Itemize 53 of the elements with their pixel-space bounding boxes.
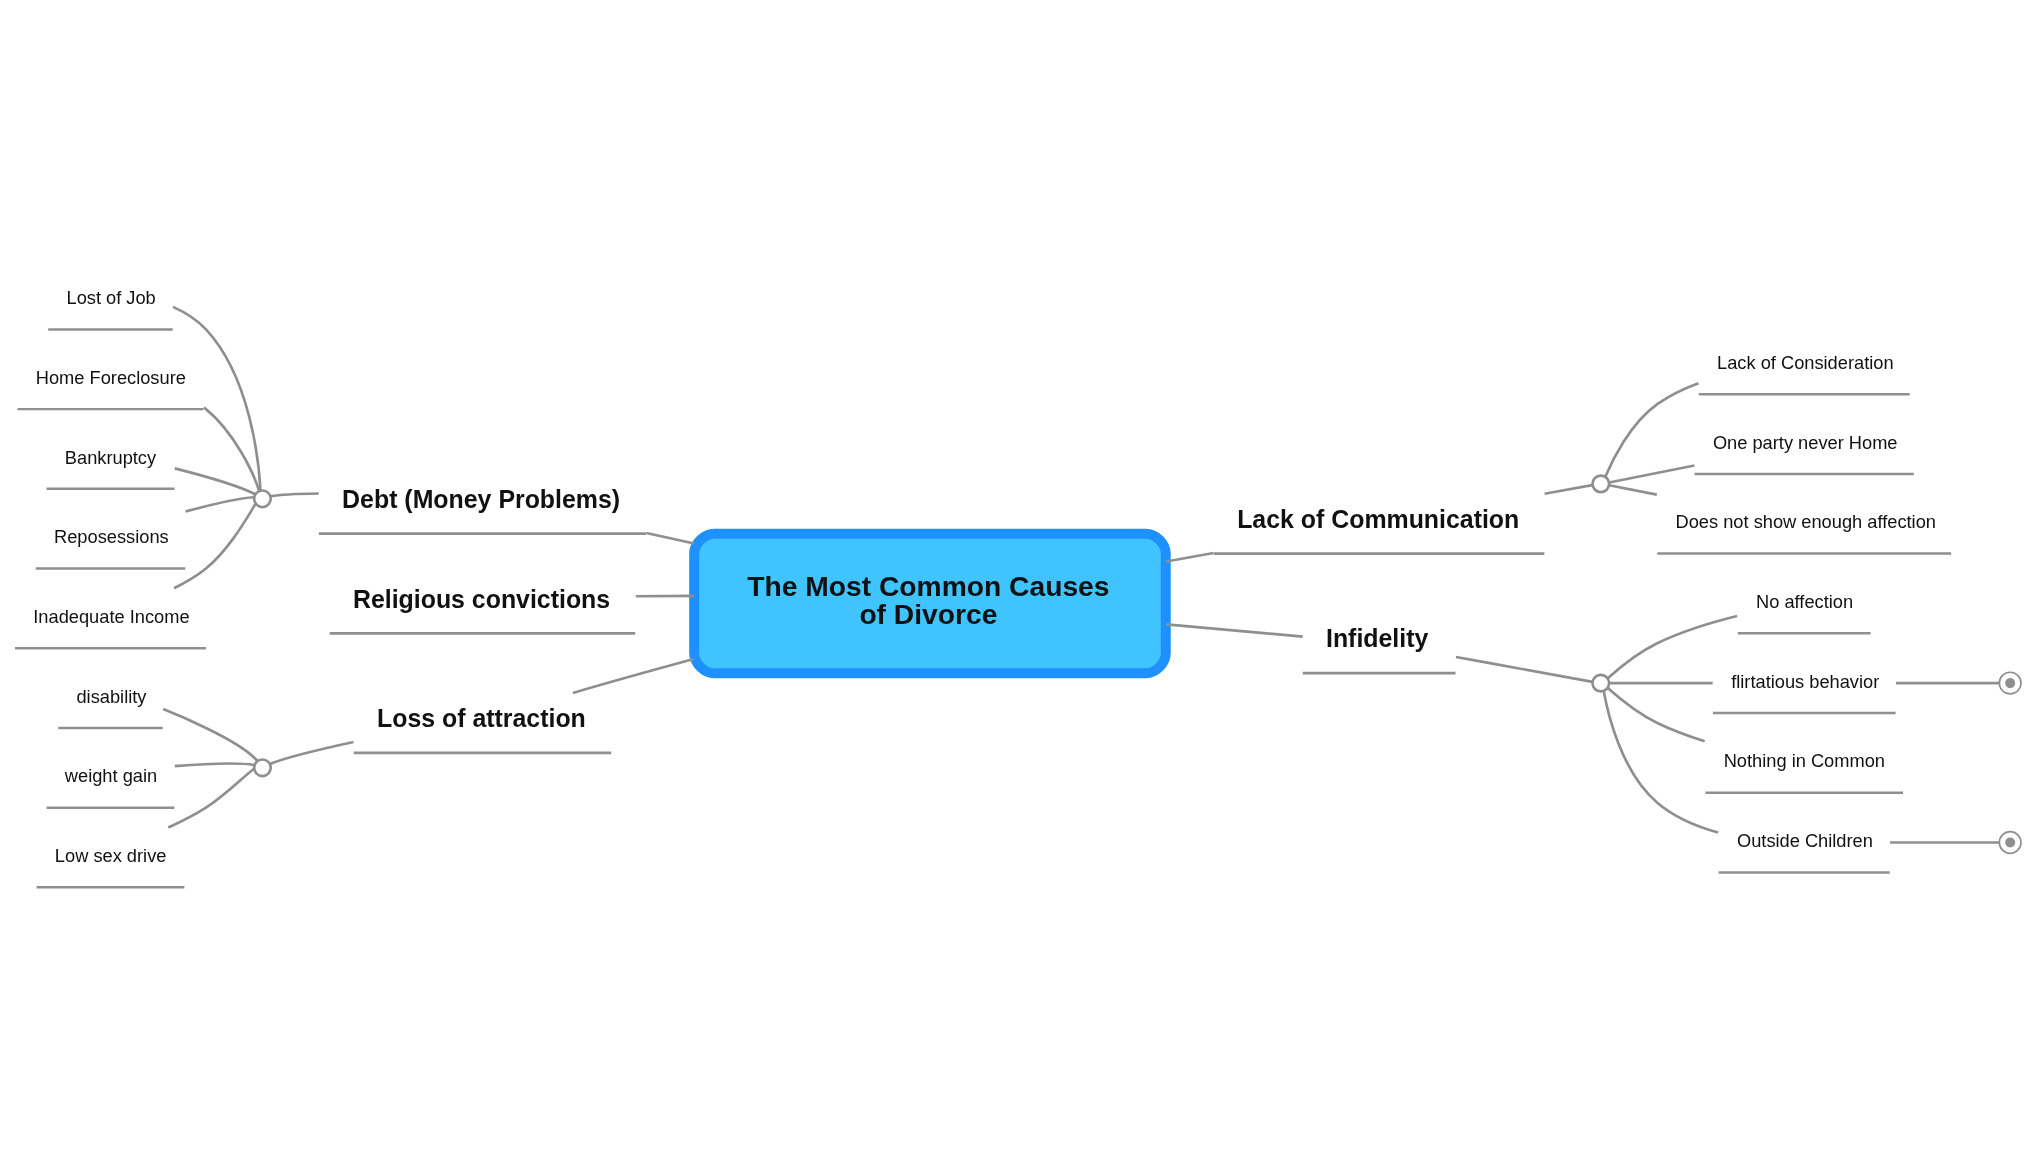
node-text: Loss of attraction — [377, 704, 586, 733]
node-text: Does not show enough affection — [1675, 511, 1936, 533]
connector — [1455, 655, 1593, 684]
node-text: Bankruptcy — [64, 446, 157, 468]
connector — [1608, 464, 1695, 484]
connector — [1166, 623, 1303, 638]
connector — [1166, 551, 1214, 563]
connector — [185, 495, 254, 513]
connector — [1606, 614, 1738, 680]
connector — [270, 492, 319, 498]
connector — [162, 707, 259, 762]
connector — [635, 594, 694, 598]
connector — [172, 305, 262, 491]
node-circle — [1998, 671, 2022, 695]
node-text: Home Foreclosure — [35, 366, 186, 388]
connector — [1604, 381, 1699, 477]
connector — [1890, 841, 2000, 844]
node-text: Nothing in Common — [1723, 750, 1885, 772]
node-text: Debt (Money Problems) — [342, 484, 621, 513]
node-text: Lack of Communication — [1237, 504, 1520, 533]
connector — [269, 740, 354, 766]
connector — [174, 467, 256, 496]
connector — [203, 406, 261, 492]
node-text: Religious convictions — [352, 584, 611, 613]
connector — [1895, 681, 2000, 685]
node-text: Low sex drive — [54, 845, 167, 867]
node-circle — [252, 758, 273, 778]
node-text: Outside Children — [1736, 830, 1873, 852]
connector — [572, 657, 695, 695]
node-circle — [1591, 474, 1611, 494]
connector — [1608, 483, 1658, 496]
connector — [1602, 690, 1719, 834]
node-circle — [1998, 830, 2022, 855]
node-text: Lack of Consideration — [1717, 351, 1894, 373]
node-text: No affection — [1756, 591, 1854, 613]
node-text: weight gain — [64, 765, 158, 787]
connector — [174, 762, 255, 768]
connector — [1606, 687, 1706, 743]
connector — [646, 531, 695, 545]
connector — [1544, 483, 1593, 496]
connector — [167, 768, 255, 829]
node-circle — [252, 489, 273, 509]
node-text: Reposessions — [54, 526, 169, 548]
node-circle — [1591, 673, 1611, 693]
connector — [173, 503, 257, 590]
node-text: Infidelity — [1325, 624, 1429, 653]
node-text: One party never Home — [1712, 431, 1898, 453]
node-box: The Most Common Causes of Divorce — [689, 528, 1171, 679]
node-text: disability — [76, 685, 147, 707]
node-text: Lost of Job — [66, 287, 156, 309]
node-text: Inadequate Income — [33, 606, 190, 627]
node-text: flirtatious behavior — [1731, 670, 1880, 692]
connector — [1609, 681, 1713, 685]
